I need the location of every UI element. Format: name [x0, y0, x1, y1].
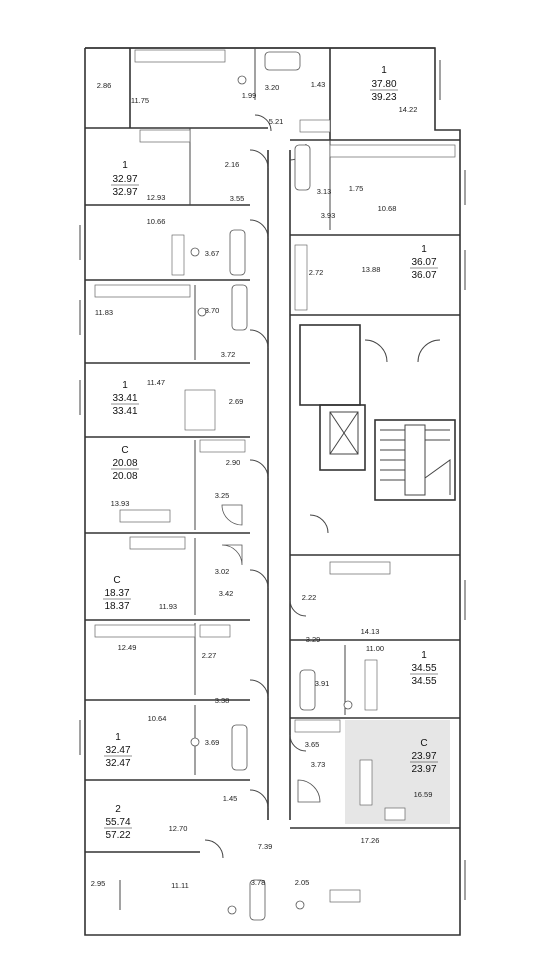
room-area: 3.55 [230, 194, 245, 203]
apt6-total: 20.08 [112, 458, 137, 469]
room-area: 2.27 [202, 651, 217, 660]
apt15-living: 23.97 [411, 764, 436, 775]
apt5-total: 33.41 [112, 393, 137, 404]
apt2-type: 1 [122, 160, 128, 171]
room-area: 2.22 [302, 593, 317, 602]
apt1-total: 37.80 [371, 79, 396, 90]
room-area: 13.93 [111, 499, 130, 508]
apt10-living: 57.22 [105, 830, 130, 841]
apt14-total: 34.55 [411, 663, 436, 674]
apt9-living: 32.47 [105, 758, 130, 769]
kitchen-counters [94, 49, 456, 903]
room-area: 2.90 [226, 458, 241, 467]
apt10-type: 2 [115, 804, 121, 815]
room-area: 2.69 [229, 397, 244, 406]
room-area: 3.42 [219, 589, 234, 598]
room-area: 2.72 [309, 268, 324, 277]
doors [204, 114, 441, 859]
apt7-total: 18.37 [104, 588, 129, 599]
room-area: 3.91 [315, 679, 330, 688]
room-area: 3.02 [215, 567, 230, 576]
room-area: 12.70 [169, 824, 188, 833]
room-area: 17.26 [361, 836, 380, 845]
wardrobes [171, 119, 378, 806]
room-area: 11.75 [131, 96, 149, 105]
apt5-living: 33.41 [112, 406, 137, 417]
room-area: 14.22 [399, 105, 418, 114]
room-area: 3.20 [265, 83, 280, 92]
room-area: 3.72 [221, 350, 236, 359]
apt5-type: 1 [122, 380, 128, 391]
apt6-living: 20.08 [112, 471, 137, 482]
apt12-type: 1 [421, 244, 427, 255]
apt7-type: С [113, 575, 120, 586]
room-area: 11.11 [171, 881, 189, 890]
room-area: 16.59 [414, 790, 433, 799]
room-area: 10.68 [378, 204, 397, 213]
elevator [319, 404, 366, 471]
room-area: 2.86 [97, 81, 112, 90]
room-area: 3.67 [205, 249, 220, 258]
room-area: 3.38 [215, 696, 230, 705]
room-area: 11.83 [95, 308, 113, 317]
room-area: 3.25 [215, 491, 230, 500]
room-area: 3.70 [205, 306, 220, 315]
apt15-total: 23.97 [411, 751, 436, 762]
room-area: 14.13 [361, 627, 380, 636]
room-area: 2.95 [91, 879, 106, 888]
apt14-type: 1 [421, 650, 427, 661]
room-area: 12.93 [147, 193, 166, 202]
bath-fixtures [190, 51, 353, 921]
apt9-total: 32.47 [105, 745, 130, 756]
room-area: 11.93 [159, 602, 177, 611]
room-area: 3.78 [251, 878, 266, 887]
apt14-living: 34.55 [411, 676, 436, 687]
room-area: 2.16 [225, 160, 240, 169]
corridor-walls [267, 150, 291, 820]
room-area: 2.05 [295, 878, 310, 887]
room-area: 3.29 [306, 635, 321, 644]
room-area: 10.64 [148, 714, 167, 723]
apt10-total: 55.74 [105, 817, 130, 828]
room-area: 3.73 [311, 760, 326, 769]
apt6-type: С [121, 445, 128, 456]
left-partitions [85, 127, 268, 853]
room-area: 1.43 [311, 80, 326, 89]
room-area: 7.39 [258, 842, 273, 851]
apt2-living: 32.97 [112, 187, 137, 198]
room-area: 10.66 [147, 217, 166, 226]
room-area: 3.65 [305, 740, 320, 749]
stair-core [374, 419, 456, 501]
room-area: 1.75 [349, 184, 364, 193]
apt15-type: С [420, 738, 427, 749]
outer-walls [84, 47, 461, 936]
apt12-total: 36.07 [411, 257, 436, 268]
apt12-living: 36.07 [411, 270, 436, 281]
room-area: 11.47 [147, 378, 165, 387]
lobby [299, 324, 361, 406]
apt1-type: 1 [381, 65, 387, 76]
apt9-type: 1 [115, 732, 121, 743]
apt1-living: 39.23 [371, 92, 396, 103]
room-area: 13.88 [362, 265, 381, 274]
windows [79, 60, 466, 910]
room-area: 1.45 [223, 794, 238, 803]
room-area: 1.99 [242, 91, 257, 100]
apt7-living: 18.37 [104, 601, 129, 612]
room-area: 3.13 [317, 187, 332, 196]
room-area: 11.00 [366, 644, 384, 653]
room-area: 5.21 [269, 117, 284, 126]
apt2-total: 32.97 [112, 174, 137, 185]
room-area: 3.69 [205, 738, 220, 747]
room-area: 12.49 [118, 643, 137, 652]
room-area: 3.93 [321, 211, 336, 220]
